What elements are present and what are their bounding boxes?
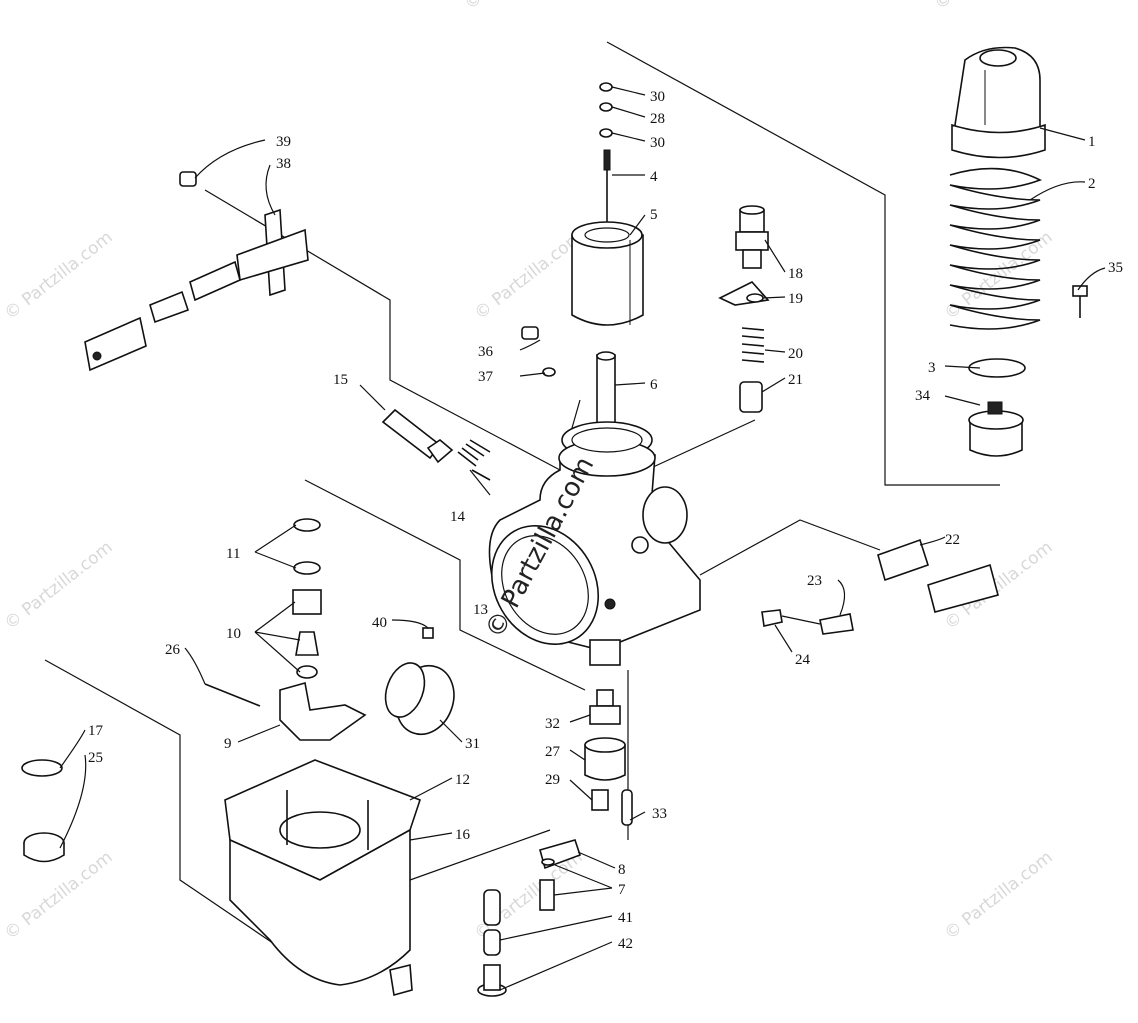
float-arm (204, 681, 367, 741)
callout-15: 15 (333, 372, 348, 388)
bracket-screws (477, 839, 582, 997)
callout-6: 6 (650, 377, 658, 393)
callout-10: 10 (226, 626, 241, 642)
callout-22: 22 (945, 532, 960, 548)
plunger-spring (457, 439, 491, 481)
spring-plate (968, 358, 1026, 378)
watermark-text: © Partzilla.com (1, 227, 117, 324)
watermark-layer: © Partzilla.com © Partzilla.com © Partzi… (1, 0, 1057, 944)
starter-plunger (381, 408, 454, 464)
callout-20: 20 (788, 346, 803, 362)
float-pin (422, 627, 434, 639)
callout-41: 41 (618, 910, 633, 926)
callout-14: 14 (450, 509, 466, 525)
callout-24: 24 (795, 652, 811, 668)
callout-30-top: 30 (650, 89, 665, 105)
callout-39: 39 (276, 134, 291, 150)
callout-42: 42 (618, 936, 633, 952)
callout-12: 12 (455, 772, 470, 788)
callout-31: 31 (465, 736, 480, 752)
callout-21: 21 (788, 372, 803, 388)
screw-36 (521, 326, 539, 340)
callout-35: 35 (1108, 260, 1123, 276)
float (384, 662, 455, 736)
callout-38: 38 (276, 156, 291, 172)
watermark-text: © Partzilla.com (941, 847, 1057, 944)
callout-37: 37 (478, 369, 494, 385)
fuel-pipe (877, 538, 999, 613)
callout-33: 33 (652, 806, 667, 822)
callout-17: 17 (88, 723, 104, 739)
clip-30-bottom (599, 128, 613, 138)
callout-19: 19 (788, 291, 803, 307)
callout-36: 36 (478, 344, 494, 360)
carburetor-body (488, 421, 701, 666)
callout-27: 27 (545, 744, 561, 760)
callout-16: 16 (455, 827, 471, 843)
watermark-text: © Partzilla.com (461, 0, 577, 14)
idle-screw (761, 609, 854, 635)
callout-25: 25 (88, 750, 103, 766)
callout-29: 29 (545, 772, 560, 788)
callout-28: 28 (650, 111, 665, 127)
callout-5: 5 (650, 207, 658, 223)
callout-labels: 1 2 3 4 5 6 7 8 9 10 11 12 13 14 15 16 1… (88, 89, 1123, 952)
throttle-valve (571, 221, 644, 326)
watermark-text: © Partzilla.com (931, 0, 1047, 14)
watermark-text: © Partzilla.com (1, 537, 117, 634)
callout-2: 2 (1088, 176, 1096, 192)
drain-plug (21, 759, 65, 863)
washer-37 (542, 367, 556, 377)
carburetor-cap (951, 46, 1046, 159)
callout-3: 3 (928, 360, 936, 376)
callout-11: 11 (226, 546, 240, 562)
callout-30-bottom: 30 (650, 135, 665, 151)
needle-holder (968, 401, 1024, 457)
callout-8: 8 (618, 862, 626, 878)
callout-13: 13 (473, 602, 488, 618)
callout-32: 32 (545, 716, 560, 732)
jet-assembly (584, 689, 633, 826)
throttle-spring (949, 167, 1043, 330)
callout-7: 7 (618, 882, 626, 898)
watermark-text: © Partzilla.com (471, 227, 587, 324)
callout-23: 23 (807, 573, 822, 589)
watermark-text: © Partzilla.com (1, 847, 117, 944)
leader-lines (59, 86, 1106, 991)
throttle-stop-assembly (84, 171, 309, 372)
screw-35 (1072, 285, 1088, 318)
callout-40: 40 (372, 615, 387, 631)
air-screw-assembly (718, 205, 770, 413)
callout-1: 1 (1088, 134, 1096, 150)
callout-4: 4 (650, 169, 658, 185)
callout-26: 26 (165, 642, 181, 658)
callout-9: 9 (224, 736, 232, 752)
callout-18: 18 (788, 266, 803, 282)
callout-34: 34 (915, 388, 931, 404)
clip-30-top (599, 82, 613, 92)
clip-28 (599, 102, 613, 112)
float-valve-assembly (292, 518, 322, 679)
float-chamber (224, 759, 422, 997)
